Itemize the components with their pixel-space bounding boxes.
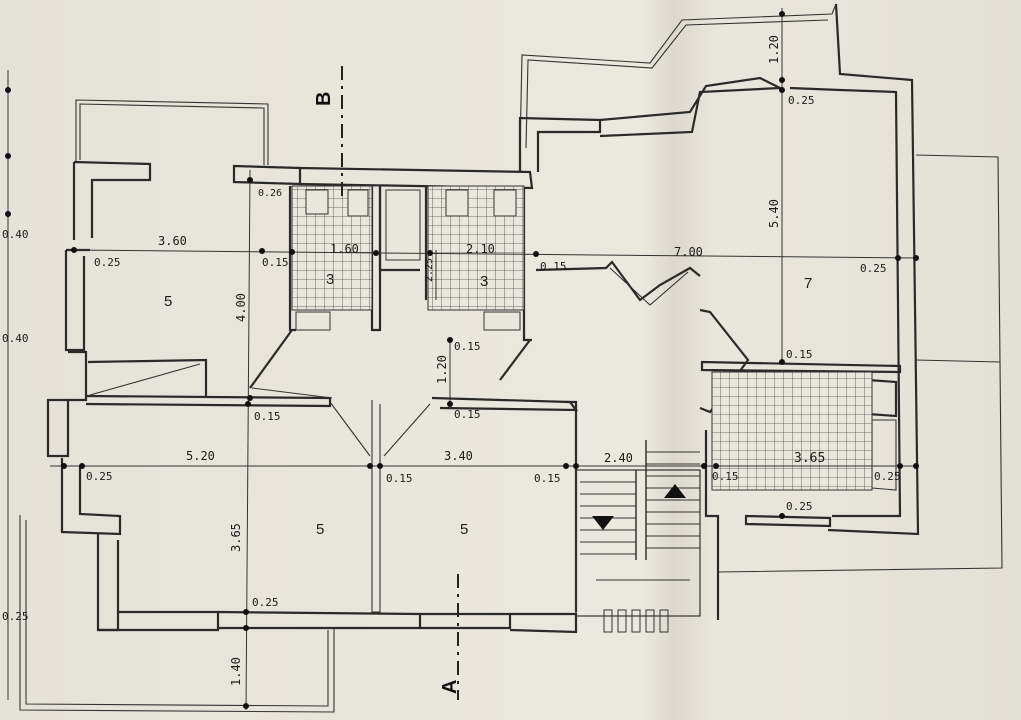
dimension-label: 1.60 [330, 242, 359, 256]
dimension-label: 2.40 [604, 451, 633, 465]
section-label-a: A [439, 680, 461, 694]
wall-note: 0.25 [86, 470, 113, 483]
exterior-walls [46, 3, 920, 634]
room-label: 3 [480, 273, 488, 290]
room-label: 5 [316, 521, 324, 538]
up-arrow-icon [664, 484, 686, 498]
dimension-lines [7, 8, 917, 711]
dimension-label: 3.65 [229, 523, 243, 552]
dimension-label: 4.00 [234, 293, 248, 322]
dimension-label: 1.40 [229, 657, 243, 686]
wall-note: 0.15 [786, 348, 813, 361]
wall-note: 0.25 [860, 262, 887, 275]
dimension-label: 2.10 [466, 242, 495, 256]
wall-note: 0.15 [454, 408, 481, 421]
staircase [575, 440, 701, 633]
wall-note: 0.25 [786, 500, 813, 513]
wall-note: 0.25 [2, 610, 29, 623]
wall-note: 0.15 [454, 340, 481, 353]
dimension-dots [5, 11, 919, 709]
dimension-label: 7.00 [674, 245, 703, 259]
wall-note: 0.15 [712, 470, 739, 483]
interior-walls [85, 186, 902, 620]
dimension-label: 3.40 [444, 449, 473, 463]
wall-note: 0.40 [2, 228, 29, 241]
wall-note: 0.26 [258, 188, 282, 199]
wall-note: 0.15 [386, 472, 413, 485]
wall-note: 0.15 [534, 472, 561, 485]
tiled-areas [291, 185, 873, 491]
wall-note: 0.15 [262, 256, 289, 269]
dimension-label: 2.25 [424, 258, 435, 282]
wall-note: 0.25 [788, 94, 815, 107]
wall-note: 0.40 [2, 332, 29, 345]
wall-note: 0.15 [540, 260, 567, 273]
dimension-label: 3.60 [158, 234, 187, 248]
dimension-label: 5.20 [186, 449, 215, 463]
section-label-b: B [313, 92, 335, 106]
room-label: 5 [460, 521, 468, 538]
room-label: 5 [164, 293, 172, 310]
down-arrow-icon [592, 516, 614, 530]
kitchen-tiles [711, 371, 873, 491]
wall-note: 0.25 [252, 596, 279, 609]
wall-note: 0.25 [94, 256, 121, 269]
terraces [19, 3, 1003, 713]
wall-note: 0.15 [254, 410, 281, 423]
dimension-label: 5.40 [767, 199, 781, 228]
dimension-label: 1.20 [767, 35, 781, 64]
room-label: 3 [326, 271, 334, 288]
dimension-label: 1.20 [435, 355, 449, 384]
room-label: 7 [804, 275, 812, 292]
wall-note: 0.25 [874, 470, 901, 483]
dimension-label: 3.65 [794, 451, 825, 466]
